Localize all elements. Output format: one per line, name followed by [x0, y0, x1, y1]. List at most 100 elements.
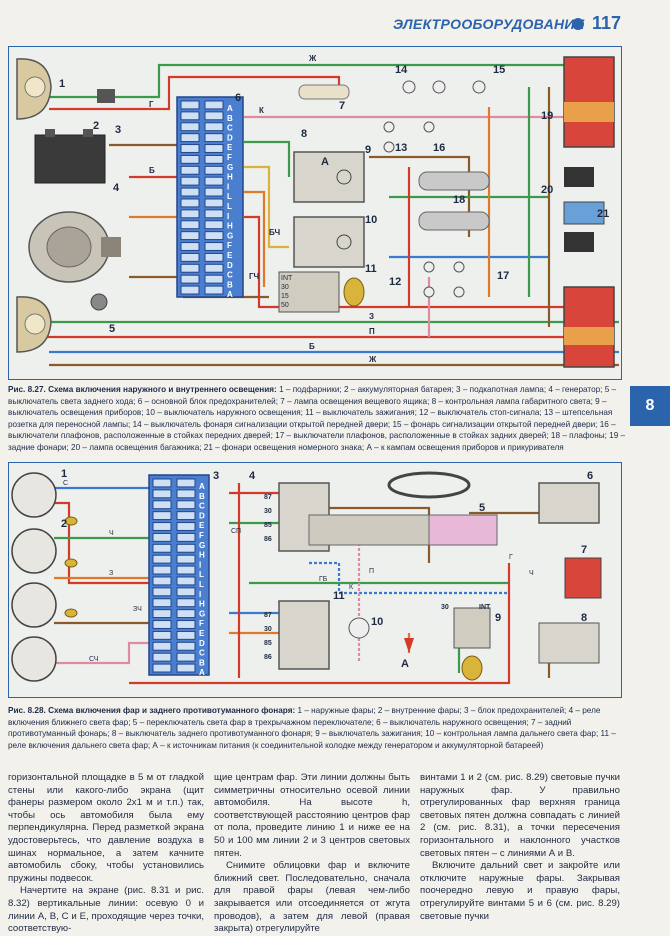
section-title: ЭЛЕКТРООБОРУДОВАНИЕ — [393, 16, 585, 32]
label-10: 10 — [365, 214, 377, 226]
wire-label: Б — [149, 166, 155, 175]
label-7: 7 — [581, 544, 587, 556]
fuse-letter: H — [199, 600, 205, 609]
label-11: 11 — [333, 590, 345, 602]
fuse — [204, 209, 224, 219]
wire-label: ЗЧ — [133, 606, 142, 613]
fuse — [204, 274, 224, 284]
fuse-letter: A — [199, 482, 205, 491]
section-tab[interactable]: 8 — [630, 386, 670, 426]
fuse-letter: E — [199, 521, 205, 530]
fuse — [176, 652, 196, 662]
fuse — [204, 198, 224, 208]
label-6: 6 — [587, 470, 593, 482]
fuse — [176, 478, 196, 488]
wire-label: Ч — [109, 530, 114, 537]
fuse-letter: A — [227, 104, 233, 113]
label-9: 9 — [495, 612, 501, 624]
fuse-letter: E — [227, 143, 233, 152]
fuse — [176, 554, 196, 564]
exterior-light-switch — [293, 216, 365, 268]
label-4: 4 — [113, 182, 120, 194]
trunk-lamp — [564, 167, 594, 187]
ignition-switch — [278, 271, 365, 313]
fuse — [204, 285, 224, 295]
fuse — [152, 630, 172, 640]
fuse-letter: A — [199, 668, 205, 677]
wire-label: С — [63, 480, 68, 487]
fuse-letter: G — [199, 541, 205, 550]
label-4: 4 — [249, 470, 256, 482]
fuse-letter: F — [199, 619, 204, 628]
relay-pin: 86 — [264, 536, 272, 543]
relay-pin: 30 — [264, 626, 272, 633]
fuse — [180, 285, 200, 295]
fuse-letter: C — [199, 649, 205, 658]
fuse — [176, 598, 196, 608]
power-arrow-icon — [404, 638, 414, 653]
fuse-letter: F — [227, 241, 232, 250]
fuse — [176, 630, 196, 640]
fuse — [152, 532, 172, 542]
label-13: 13 — [395, 142, 407, 154]
fuse — [152, 478, 172, 488]
fuse — [152, 663, 172, 673]
fuse-letter: B — [199, 492, 205, 501]
figure-8-27-caption: Рис. 8.27. Схема включения наружного и в… — [8, 384, 626, 454]
dome-light-front — [418, 171, 490, 191]
fuse-letter: B — [227, 280, 233, 289]
title-dot-icon — [572, 18, 584, 30]
fuse-letter: H — [199, 551, 205, 560]
relay-pin: 30 — [264, 508, 272, 515]
fuse — [180, 242, 200, 251]
fuse — [180, 231, 200, 241]
caption-text: 1 – наружные фары; 2 – внутренние фары; … — [8, 706, 616, 750]
parking-lamp-top — [16, 58, 52, 120]
fuse — [180, 165, 200, 175]
text-column-2: щие центрам фар. Эти линии должны быть с… — [214, 772, 410, 936]
fuse — [204, 111, 224, 121]
fuse-letter: B — [199, 658, 205, 667]
label-2: 2 — [61, 518, 67, 530]
inner-headlamp-bottom — [11, 582, 57, 628]
paragraph: Включите дальний свет и закройте или отк… — [420, 860, 620, 922]
label-10: 10 — [371, 616, 383, 628]
fuse — [152, 511, 172, 521]
fuse-letter: I — [227, 212, 229, 221]
fuse — [204, 220, 224, 230]
fuse — [204, 252, 224, 262]
wire-label: К — [259, 106, 264, 115]
page-number: 117 — [592, 13, 622, 33]
fuse-letter: C — [227, 271, 233, 280]
fuse-letter: L — [227, 202, 232, 211]
ignition-switch — [453, 607, 491, 681]
fuse — [152, 522, 172, 531]
fuse-letter: A — [227, 290, 233, 299]
label-18: 18 — [453, 194, 465, 206]
fuse — [176, 576, 196, 586]
label-A: А — [321, 156, 329, 168]
label-21: 21 — [597, 208, 609, 220]
caption-title: Рис. 8.27. Схема включения наружного и в… — [8, 385, 277, 394]
wire-label: СП — [231, 528, 241, 535]
wire-label: ГБ — [319, 576, 328, 583]
fuse — [152, 620, 172, 629]
fuse — [176, 565, 196, 575]
caption-title: Рис. 8.28. Схема включения фар и заднего… — [8, 706, 296, 715]
fuse-letter: H — [227, 173, 233, 182]
wire-label: Г — [509, 554, 513, 561]
wire-label: Ж — [368, 355, 377, 364]
fuse-letter: D — [227, 261, 233, 270]
text-column-3: винтами 1 и 2 (см. рис. 8.29) световые п… — [420, 772, 620, 923]
label-17: 17 — [497, 270, 509, 282]
fuse — [152, 641, 172, 651]
fuse-letter: D — [199, 511, 205, 520]
fuse — [176, 522, 196, 531]
rear-lamp-top — [563, 56, 615, 148]
fuse — [152, 587, 172, 597]
label-15: 15 — [493, 64, 505, 76]
steering-wheel — [308, 471, 498, 546]
